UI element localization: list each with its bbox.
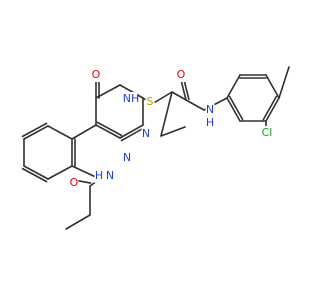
atom-O-amide-bottom: O <box>70 176 79 189</box>
atom-labels: O NH N N S O N H Cl N H O <box>70 68 273 189</box>
bond-line <box>119 124 144 139</box>
bond-line <box>278 66 290 99</box>
bond-line <box>71 124 97 140</box>
label-background <box>94 169 104 183</box>
bond-line <box>185 99 205 111</box>
bond-line <box>226 97 241 122</box>
atom-N-amide-bottom: N <box>106 169 114 182</box>
label-background <box>124 92 138 106</box>
bond-line <box>120 126 146 142</box>
bond-line <box>171 91 187 101</box>
atom-Cl: Cl <box>262 126 273 139</box>
atom-N-amide-top: N <box>206 103 214 116</box>
label-background <box>205 103 215 117</box>
bond-line <box>228 95 244 121</box>
atom-H-amide-bottom: H <box>95 169 103 182</box>
atom-H-amide-top: H <box>206 116 214 129</box>
bond-line <box>21 167 48 183</box>
bond-line <box>119 84 144 99</box>
bond-line <box>96 121 123 137</box>
label-background <box>122 151 132 165</box>
bond-line <box>23 125 49 140</box>
label-background <box>91 68 101 82</box>
label-background <box>145 95 155 109</box>
bond-line <box>160 91 173 137</box>
bond-lines <box>21 66 290 230</box>
label-background <box>69 176 79 190</box>
atom-O-ketone: O <box>92 68 101 81</box>
label-background <box>176 68 186 82</box>
bond-line <box>47 165 73 180</box>
bond-line <box>47 125 73 140</box>
bond-line <box>180 79 187 101</box>
bond-line <box>21 122 48 138</box>
atom-O-amide-top: O <box>177 68 186 81</box>
chemical-structure-diagram: O NH N N S O N H Cl N H O <box>21 66 290 230</box>
bond-line <box>23 165 49 180</box>
bond-line <box>65 214 91 230</box>
atom-S-thioether: S <box>147 95 154 108</box>
atom-NH-ring: NH <box>123 92 140 105</box>
bond-line <box>265 97 280 122</box>
bond-line <box>95 84 121 99</box>
label-backgrounds <box>69 68 274 190</box>
label-background <box>105 169 115 183</box>
bond-line <box>183 78 190 101</box>
label-background <box>205 116 215 130</box>
label-background <box>260 126 274 140</box>
label-background <box>141 127 151 141</box>
bond-line <box>151 91 173 105</box>
bond-line <box>226 74 241 99</box>
bond-line <box>160 126 186 137</box>
atom-N-ring-1: N <box>123 151 131 164</box>
bond-line <box>265 74 280 99</box>
bond-line <box>262 95 278 121</box>
atom-N-ring-2: N <box>142 127 150 140</box>
bond-line <box>95 124 121 139</box>
